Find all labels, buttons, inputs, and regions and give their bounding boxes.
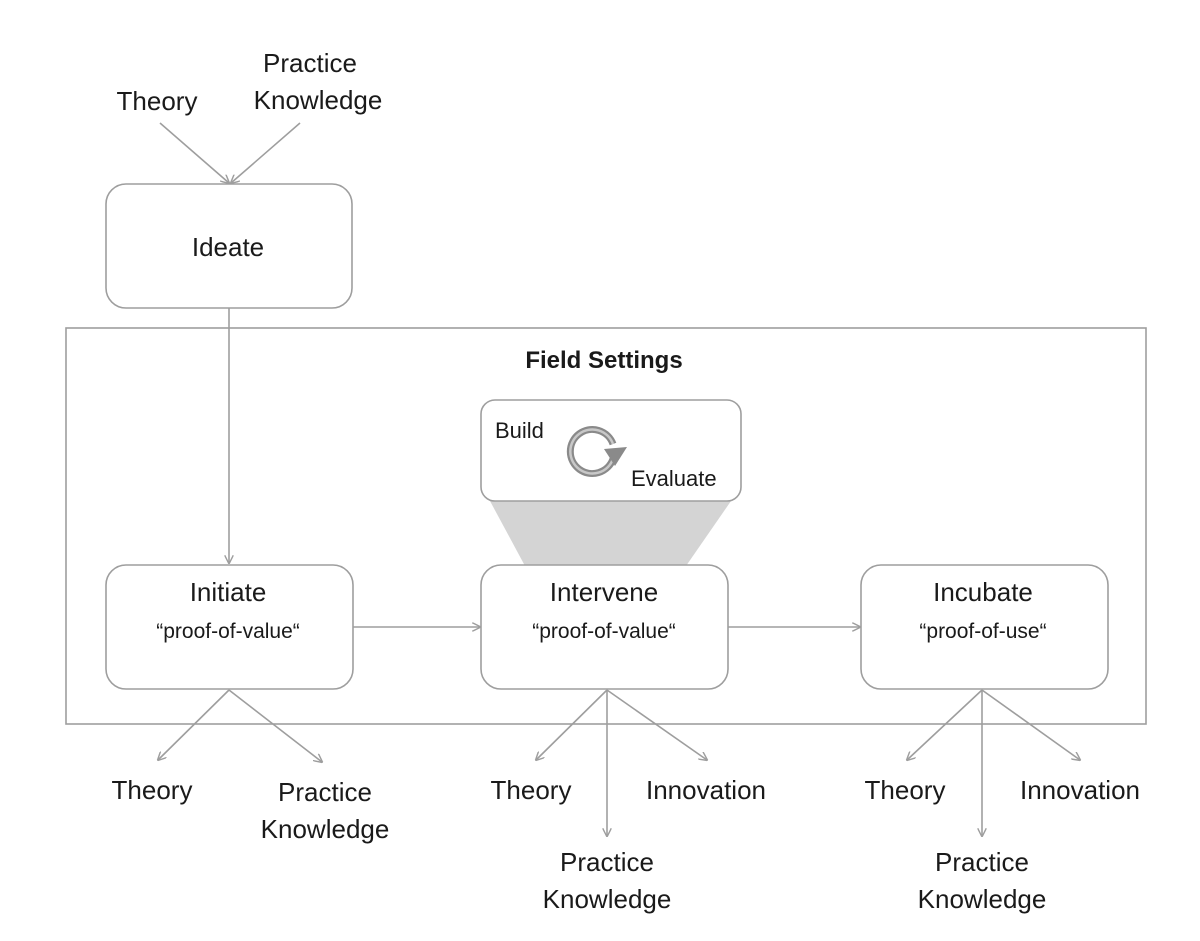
input-practice-label-line2: Knowledge bbox=[254, 85, 383, 115]
cycle-icon bbox=[566, 426, 627, 477]
incubate-output-theory: Theory bbox=[865, 775, 946, 805]
arrow-intervene-to-innovation bbox=[606, 689, 707, 760]
initiate-output-practice-line1: Practice bbox=[278, 777, 372, 807]
input-practice-label-line1: Practice bbox=[263, 48, 357, 78]
intervene-title: Intervene bbox=[550, 577, 658, 607]
evaluate-label: Evaluate bbox=[631, 466, 717, 491]
incubate-box bbox=[860, 564, 1109, 690]
field-settings-title: Field Settings bbox=[525, 347, 682, 374]
initiate-output-practice-line2: Knowledge bbox=[261, 814, 390, 844]
field-settings-frame bbox=[65, 327, 1147, 725]
arrow-intervene-to-theory bbox=[536, 689, 608, 760]
arrow-theory-to-ideate bbox=[159, 122, 229, 183]
intervene-output-practice-line1: Practice bbox=[560, 847, 654, 877]
intervene-subtitle: “proof-of-value“ bbox=[532, 620, 676, 643]
initiate-output-theory: Theory bbox=[112, 775, 193, 805]
arrow-practice-to-ideate bbox=[231, 122, 301, 183]
incubate-output-innovation: Innovation bbox=[1020, 775, 1140, 805]
arrow-incubate-to-innovation bbox=[981, 689, 1080, 760]
initiate-title: Initiate bbox=[190, 577, 267, 607]
incubate-output-practice-line2: Knowledge bbox=[918, 884, 1047, 914]
intervene-output-innovation: Innovation bbox=[646, 775, 766, 805]
arrow-incubate-to-theory bbox=[907, 689, 983, 760]
intervene-output-practice-line2: Knowledge bbox=[543, 884, 672, 914]
arrow-initiate-to-practice bbox=[228, 689, 322, 762]
build-evaluate-funnel bbox=[490, 501, 731, 566]
build-label: Build bbox=[495, 418, 544, 443]
arrow-initiate-to-theory bbox=[158, 689, 230, 760]
incubate-title: Incubate bbox=[933, 577, 1033, 607]
incubate-subtitle: “proof-of-use“ bbox=[919, 620, 1046, 643]
ideate-label: Ideate bbox=[192, 232, 264, 262]
intervene-output-theory: Theory bbox=[491, 775, 572, 805]
initiate-subtitle: “proof-of-value“ bbox=[156, 620, 300, 643]
input-theory-label: Theory bbox=[117, 86, 198, 116]
incubate-output-practice-line1: Practice bbox=[935, 847, 1029, 877]
